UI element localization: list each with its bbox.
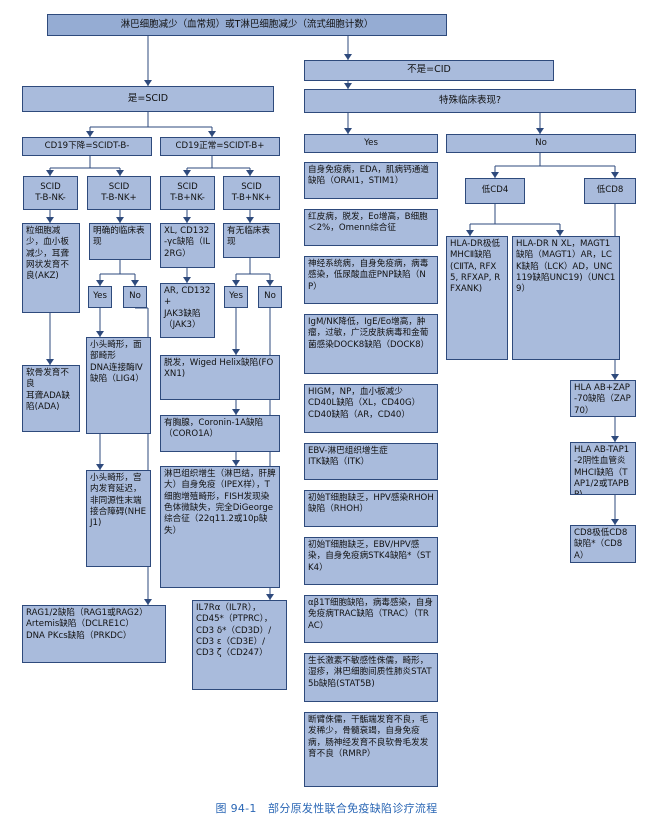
node-text: 小头畸形，宫内发育延迟，非同源性末端接合障碍(NHEJ1)	[90, 473, 147, 529]
scid-tbnk-pos-node: SCID T-B-NK+	[87, 176, 151, 210]
node-text: XL, CD132-γc缺陷（IL2RG）	[164, 226, 211, 259]
node-text: 不是=CID	[407, 64, 451, 76]
node-text: 淋巴组织增生（淋巴结，肝脾大）自身免疫（IPEX样），T细胞增殖畸形，FISH发…	[164, 469, 276, 536]
node-text: IgM/NK降低，IgE/Eo增高，肿瘤，过敏，广泛皮肤病毒和金葡菌感染DOCK…	[308, 317, 430, 350]
yes-a-node: Yes	[88, 286, 112, 308]
scid-tbnk-neg-node: SCID T-B-NK-	[23, 176, 78, 210]
node-text: 低CD8	[596, 185, 624, 196]
node-text: 是=SCID	[127, 92, 169, 104]
lig4-node: 小头畸形，面部畸形 DNA连接酶Ⅳ缺陷（LIG4）	[86, 337, 151, 434]
tap-node: HLA AB-TAP1-2阴性血管炎MHCⅠ缺陷（TAP1/2或TAPBP)	[570, 442, 636, 495]
node-text: SCID T-B+NK-	[170, 181, 205, 203]
node-text: IL7Rα（IL7R）， CD45*（PTPRC）， CD3 δ*（CD3D）/…	[196, 603, 273, 659]
is-scid-node: 是=SCID	[22, 86, 274, 112]
il2rg-node: XL, CD132-γc缺陷（IL2RG）	[160, 223, 215, 268]
scid-tbpnk-neg-node: SCID T-B+NK-	[160, 176, 215, 210]
node-text: 软骨发育不良 耳聋ADA缺陷(ADA)	[26, 368, 71, 413]
scid-tbpnk-pos-node: SCID T-B+NK+	[223, 176, 280, 210]
rhoh-node: 初始T细胞缺乏，HPV感染RHOH缺陷（RHOH）	[304, 490, 438, 527]
zap70-node: HLA AB+ZAP-70缺陷（ZAP70）	[570, 380, 636, 417]
node-text: HLA AB+ZAP-70缺陷（ZAP70）	[574, 383, 631, 416]
node-text: 特殊临床表现?	[438, 94, 502, 106]
node-text: 有无临床表现	[227, 226, 270, 248]
nhej1-node: 小头畸形，宫内发育延迟，非同源性末端接合障碍(NHEJ1)	[86, 470, 151, 567]
node-text: No	[535, 137, 547, 148]
cd8a-node: CD8极低CD8缺陷*（CD8A）	[570, 525, 636, 563]
orai1-node: 自身免疫病，EDA，肌病钙通道缺陷（ORAI1，STIM1）	[304, 162, 438, 199]
node-text: 淋巴细胞减少（血常规）或T淋巴细胞减少（流式细胞计数）	[120, 18, 374, 30]
node-text: 断臂侏儒，干骺端发育不良，毛发稀少，骨髓衰竭，自身免疫病，肠神经发育不良软骨毛发…	[308, 715, 429, 760]
trac-node: αβ1T细胞缺陷，病毒感染，自身免疫病TRAC缺陷（TRAC）（TRAC）	[304, 595, 438, 643]
node-text: HLA-DR极低 MHCⅡ缺陷 (CⅡTA, RFX5, RFXAP, RFXA…	[450, 239, 501, 295]
jak3-node: AR, CD132+ JAK3缺陷（JAK3）	[160, 283, 215, 338]
yes-b-node: Yes	[224, 286, 248, 308]
node-text: 明确的临床表现	[93, 226, 145, 248]
node-text: SCID T-B+NK+	[231, 181, 272, 203]
node-text: HIGM，NP，血小板减少 CD40L缺陷（XL，CD40G） CD40缺陷（A…	[308, 387, 421, 420]
node-text: Yes	[93, 291, 107, 302]
node-text: 红皮病，脱发，Eo增高，B细胞＜2%，Omenn综合征	[308, 212, 428, 234]
coro1a-node: 有胸腺，Coronin-1A缺陷（CORO1A）	[160, 415, 280, 452]
node-text: 初始T细胞缺乏，EBV/HPV感染，自身免疫病STK4缺陷*（STK4）	[308, 540, 431, 573]
node-text: CD19正常=SCIDT-B+	[175, 140, 265, 151]
il7r-node: IL7Rα（IL7R）， CD45*（PTPRC）， CD3 δ*（CD3D）/…	[192, 600, 287, 690]
node-text: 生长激素不敏感性侏儒，畸形，湿疹，淋巴细胞间质性肺炎STAT5b缺陷(STAT5…	[308, 656, 432, 689]
node-text: Yes	[229, 291, 243, 302]
node-text: 低CD4	[481, 185, 509, 196]
low-cd8-node: 低CD8	[584, 178, 636, 204]
not-scid-node: 不是=CID	[304, 60, 554, 81]
rag-node: RAG1/2缺陷（RAG1或RAG2） Artemis缺陷（DCLRE1C） D…	[22, 605, 166, 663]
node-text: 粒细胞减少，血小板减少，耳聋 网状发育不良(AKZ)	[26, 226, 69, 282]
node-text: RAG1/2缺陷（RAG1或RAG2） Artemis缺陷（DCLRE1C） D…	[26, 608, 148, 641]
stat5b-node: 生长激素不敏感性侏儒，畸形，湿疹，淋巴细胞间质性肺炎STAT5b缺陷(STAT5…	[304, 653, 438, 702]
no-b-node: No	[258, 286, 282, 308]
node-text: 小头畸形，面部畸形 DNA连接酶Ⅳ缺陷（LIG4）	[90, 340, 144, 385]
special-clinical-node: 特殊临床表现?	[304, 89, 636, 113]
node-text: HLA-DR N XL，MAGT1缺陷（MAGT1）AR，LCK缺陷（LCK）A…	[516, 239, 616, 295]
node-text: αβ1T细胞缺陷，病毒感染，自身免疫病TRAC缺陷（TRAC）（TRAC）	[308, 598, 433, 631]
node-text: AR, CD132+ JAK3缺陷（JAK3）	[164, 286, 211, 331]
node-text: SCID T-B-NK-	[35, 181, 66, 203]
clear-clinical-node: 明确的临床表现	[89, 223, 151, 260]
node-text: CD8极低CD8缺陷*（CD8A）	[574, 528, 628, 561]
low-cd4-node: 低CD4	[465, 178, 525, 204]
magt1-node: HLA-DR N XL，MAGT1缺陷（MAGT1）AR，LCK缺陷（LCK）A…	[512, 236, 620, 360]
node-text: 自身免疫病，EDA，肌病钙通道缺陷（ORAI1，STIM1）	[308, 165, 429, 187]
no-main-node: No	[446, 134, 636, 153]
foxn1-node: 脱发，Wiged Helix缺陷(FOXN1)	[160, 355, 280, 400]
node-text: Yes	[364, 137, 378, 148]
node-text: 有胸腺，Coronin-1A缺陷（CORO1A）	[164, 418, 264, 440]
node-text: SCID T-B-NK+	[101, 181, 137, 203]
digeorge-node: 淋巴组织增生（淋巴结，肝脾大）自身免疫（IPEX样），T细胞增殖畸形，FISH发…	[160, 466, 280, 588]
omenn-node: 红皮病，脱发，Eo增高，B细胞＜2%，Omenn综合征	[304, 209, 438, 246]
lymphopenia-start-node: 淋巴细胞减少（血常规）或T淋巴细胞减少（流式细胞计数）	[47, 14, 447, 36]
has-clinical-node: 有无临床表现	[223, 223, 280, 258]
figure-caption: 图 94-1 部分原发性联合免疫缺陷诊疗流程	[215, 802, 438, 815]
cd40-node: HIGM，NP，血小板减少 CD40L缺陷（XL，CD40G） CD40缺陷（A…	[304, 384, 438, 433]
mhc2-node: HLA-DR极低 MHCⅡ缺陷 (CⅡTA, RFX5, RFXAP, RFXA…	[446, 236, 508, 360]
cd19-normal-node: CD19正常=SCIDT-B+	[160, 137, 280, 156]
dock8-node: IgM/NK降低，IgE/Eo增高，肿瘤，过敏，广泛皮肤病毒和金葡菌感染DOCK…	[304, 314, 438, 374]
node-text: No	[264, 291, 276, 302]
rmrp-node: 断臂侏儒，干骺端发育不良，毛发稀少，骨髓衰竭，自身免疫病，肠神经发育不良软骨毛发…	[304, 712, 438, 787]
yes-main-node: Yes	[304, 134, 438, 153]
node-text: CD19下降=SCIDT-B-	[44, 140, 130, 151]
pnp-node: 神经系统病，自身免疫病，病毒感染，低尿酸血症PNP缺陷（NP）	[304, 256, 438, 304]
cd19-low-node: CD19下降=SCIDT-B-	[22, 137, 152, 156]
stk4-node: 初始T细胞缺乏，EBV/HPV感染，自身免疫病STK4缺陷*（STK4）	[304, 537, 438, 585]
node-text: 初始T细胞缺乏，HPV感染RHOH缺陷（RHOH）	[308, 493, 434, 515]
no-a-node: No	[123, 286, 147, 308]
node-text: No	[129, 291, 141, 302]
itk-node: EBV-淋巴组织增生症 ITK缺陷（ITK）	[304, 443, 438, 480]
node-text: EBV-淋巴组织增生症 ITK缺陷（ITK）	[308, 446, 388, 468]
ada-node: 软骨发育不良 耳聋ADA缺陷(ADA)	[22, 365, 80, 432]
akz-node: 粒细胞减少，血小板减少，耳聋 网状发育不良(AKZ)	[22, 223, 80, 313]
node-text: HLA AB-TAP1-2阴性血管炎MHCⅠ缺陷（TAP1/2或TAPBP)	[574, 445, 630, 494]
node-text: 脱发，Wiged Helix缺陷(FOXN1)	[164, 358, 274, 380]
node-text: 神经系统病，自身免疫病，病毒感染，低尿酸血症PNP缺陷（NP）	[308, 259, 429, 292]
